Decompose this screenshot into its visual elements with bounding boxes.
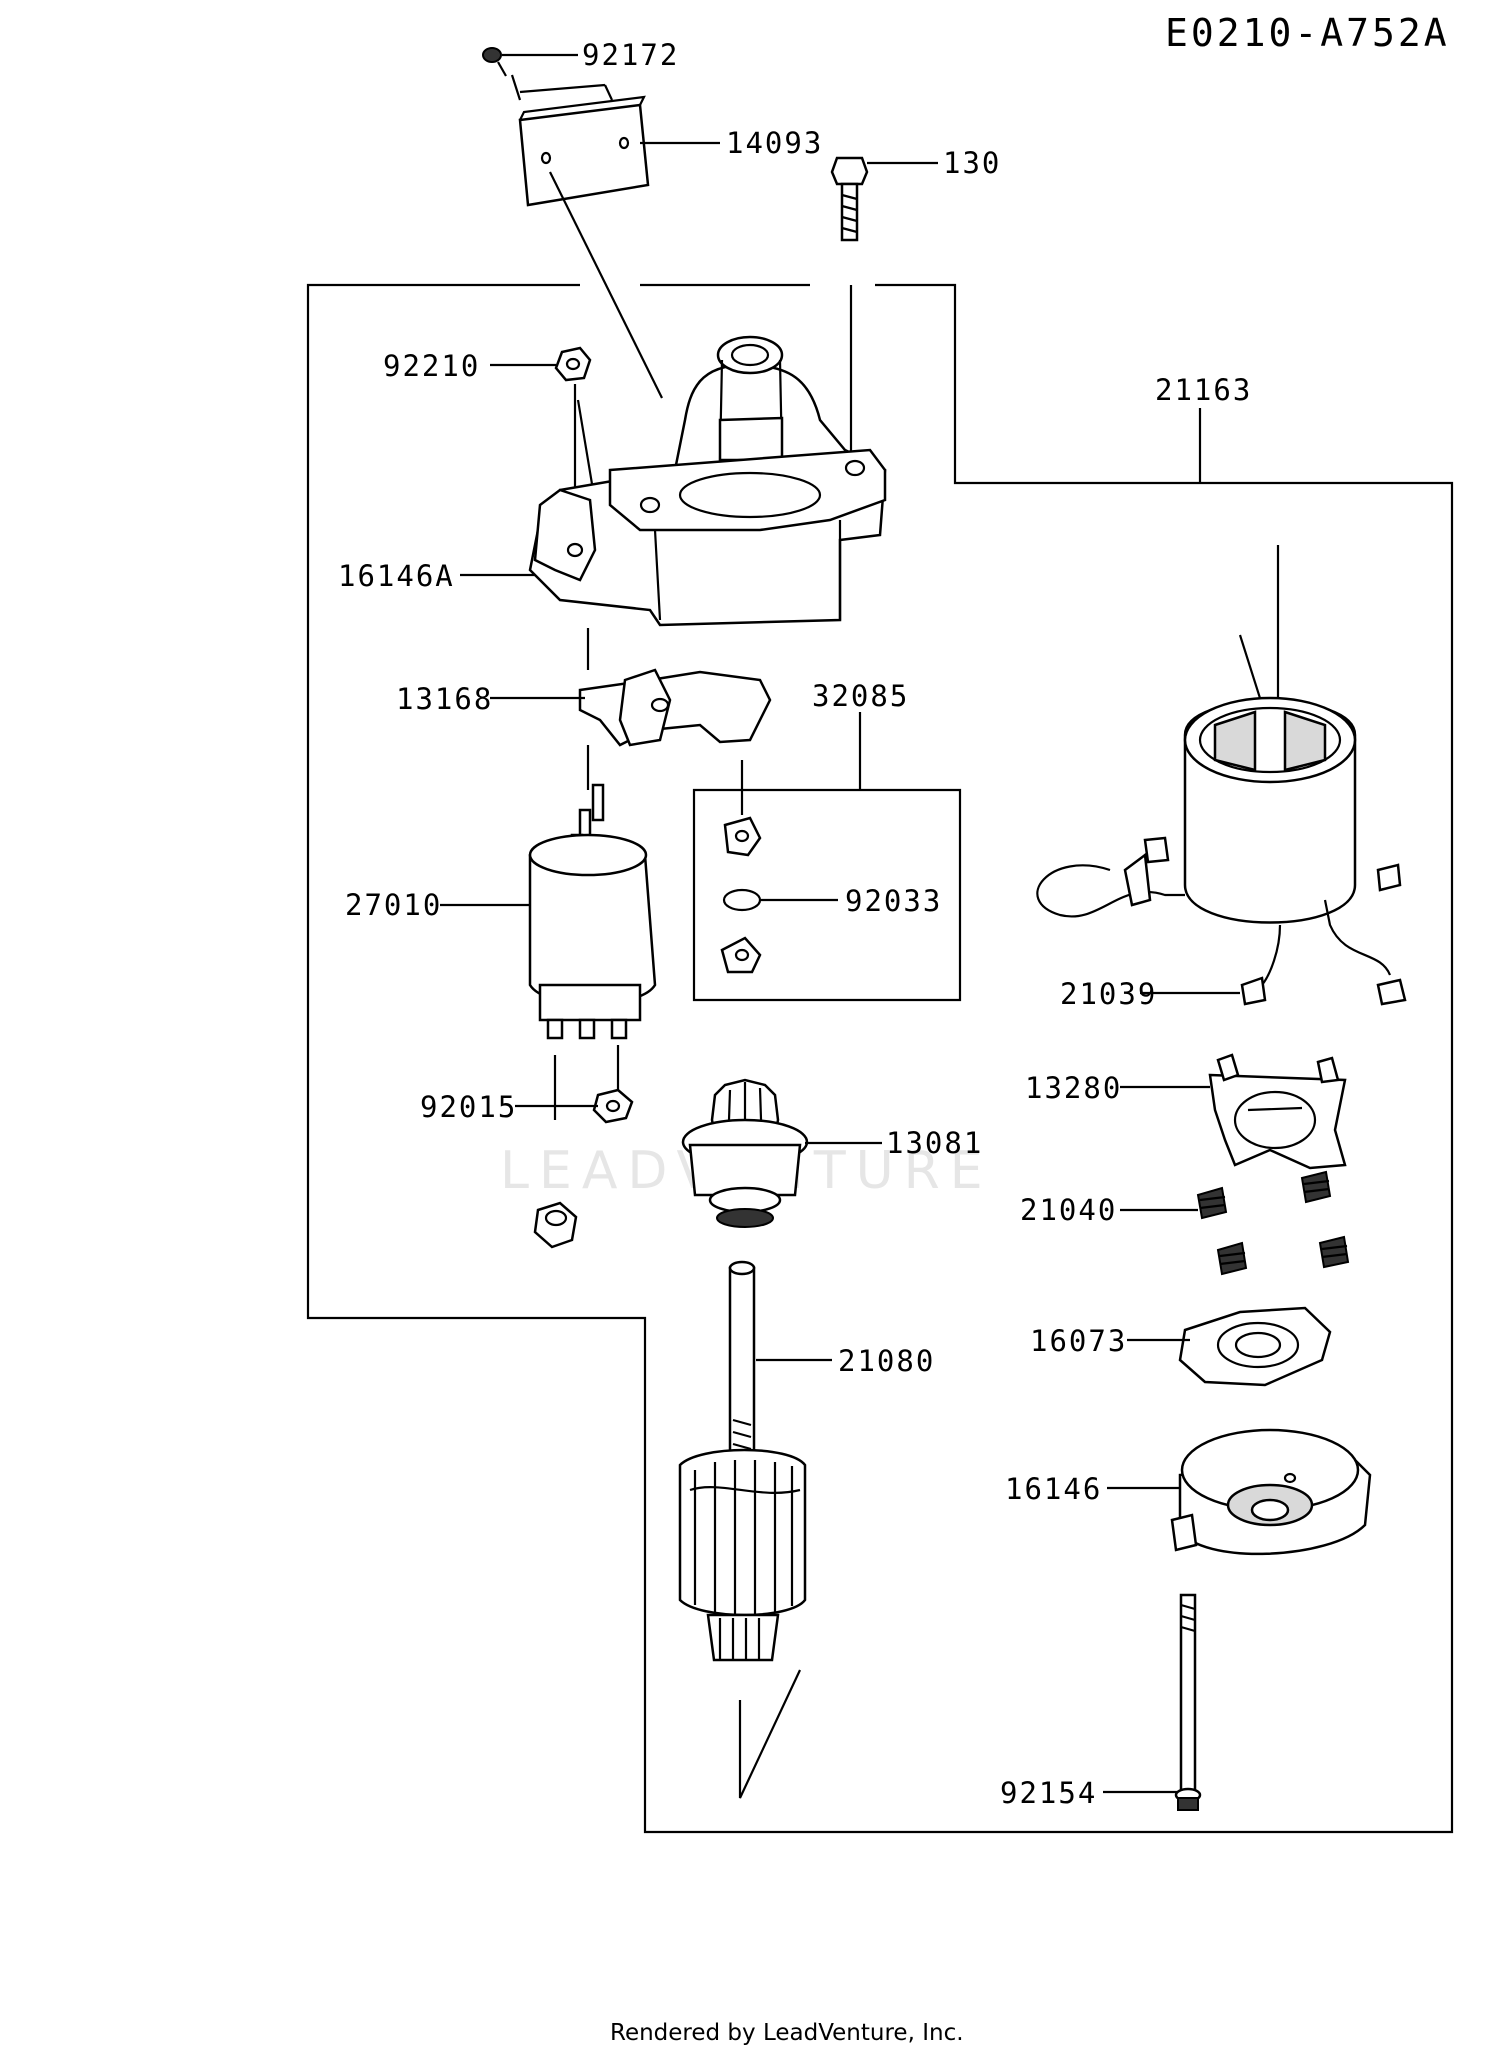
brush-holder-13280: [1208, 1053, 1347, 1170]
kit-box-32085: [692, 788, 962, 1002]
label-16146[interactable]: 16146: [1005, 1472, 1102, 1506]
screw-92172: [482, 47, 507, 77]
cover-16146: [1170, 1428, 1372, 1556]
label-92154[interactable]: 92154: [1000, 1776, 1097, 1810]
nut-92210: [554, 346, 600, 525]
assembly-outline: [306, 283, 1454, 1834]
label-13081[interactable]: 13081: [886, 1126, 983, 1160]
diagram-code: E0210-A752A: [1165, 11, 1450, 55]
label-92210[interactable]: 92210: [383, 349, 480, 383]
plate-16073: [1178, 1306, 1332, 1387]
label-92033[interactable]: 92033: [845, 884, 942, 918]
yoke-21163: [1036, 545, 1407, 1006]
label-130[interactable]: 130: [943, 146, 1001, 180]
label-14093[interactable]: 14093: [726, 126, 823, 160]
nut-92015: [533, 1088, 634, 1249]
label-21039[interactable]: 21039: [1060, 977, 1157, 1011]
label-32085[interactable]: 32085: [812, 679, 909, 713]
footer-credit: Rendered by LeadVenture, Inc.: [610, 2020, 964, 2046]
plate-14093: [510, 74, 663, 399]
label-21040[interactable]: 21040: [1020, 1193, 1117, 1227]
label-13168[interactable]: 13168: [396, 682, 493, 716]
label-16146a[interactable]: 16146A: [338, 559, 455, 593]
leader-lines: [440, 53, 1240, 1794]
label-27010[interactable]: 27010: [345, 888, 442, 922]
label-21080[interactable]: 21080: [838, 1344, 935, 1378]
label-92015[interactable]: 92015: [420, 1090, 517, 1124]
label-16073[interactable]: 16073: [1030, 1324, 1127, 1358]
armature-21080: [678, 1260, 807, 1799]
lever-13168: [578, 628, 772, 790]
label-92172[interactable]: 92172: [582, 38, 679, 72]
solenoid-27010: [528, 783, 657, 1120]
springs-21040: [1196, 1170, 1350, 1276]
label-13280[interactable]: 13280: [1025, 1071, 1122, 1105]
bolt-92154: [1174, 1593, 1202, 1811]
bolt-130: [830, 156, 869, 460]
housing-16146a: [528, 335, 887, 627]
label-21163[interactable]: 21163: [1155, 373, 1252, 407]
kit-parts-32085: [720, 760, 762, 974]
pinion-13081: [681, 1078, 809, 1228]
